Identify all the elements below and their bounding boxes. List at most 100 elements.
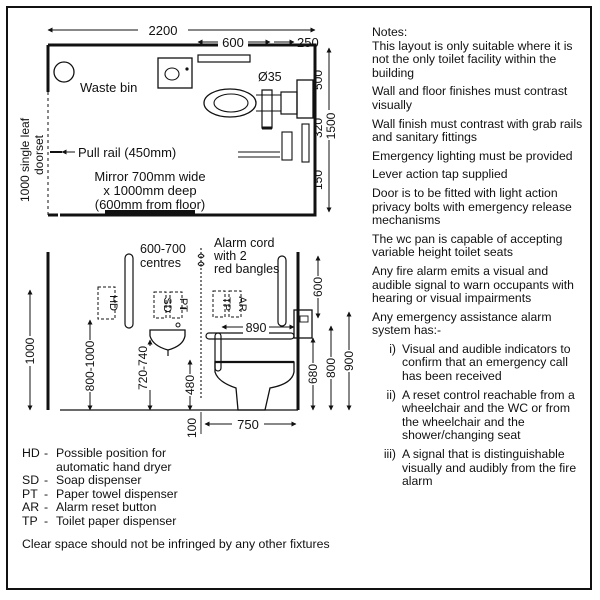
alarm-cord-label-3: red bangles bbox=[214, 262, 279, 276]
note-item: Emergency lighting must be provided bbox=[372, 148, 573, 163]
notes-panel: Notes: This layout is only suitable wher… bbox=[372, 25, 588, 494]
legend-code: HD bbox=[22, 446, 40, 460]
legend-code: AR bbox=[22, 500, 40, 515]
legend-row: HD-Possible position for bbox=[22, 446, 346, 461]
notes-title: Notes: bbox=[372, 25, 408, 39]
legend-sep bbox=[44, 461, 56, 475]
dim-100: 100 bbox=[185, 418, 199, 438]
dim-890: 890 bbox=[246, 321, 267, 335]
note-sub-item: ii) A reset control reachable from a whee… bbox=[372, 387, 588, 443]
sd-label: SD bbox=[161, 297, 173, 312]
legend-desc: Soap dispenser bbox=[56, 473, 142, 488]
note-sub-item: i) Visual and audible indicators to confi… bbox=[372, 341, 588, 384]
legend-code: TP bbox=[22, 513, 38, 528]
legend-desc: Alarm reset button bbox=[56, 500, 157, 515]
note-sub-text: Visual and audible indicators to confirm… bbox=[402, 341, 571, 384]
drop-down-rail bbox=[261, 89, 273, 129]
legend-code: SD bbox=[22, 473, 40, 488]
note-item: Door is to be fitted with light action p… bbox=[372, 185, 572, 228]
legend-panel: HD-Possible position for automatic hand … bbox=[22, 446, 346, 551]
legend-desc: automatic hand dryer bbox=[56, 459, 172, 474]
note-item: Any emergency assistance alarm system ha… bbox=[372, 309, 552, 338]
dim-600-elev: 600 bbox=[311, 277, 325, 297]
door-label-1: 1000 single leaf bbox=[18, 117, 32, 202]
dim-500: 500 bbox=[311, 70, 325, 90]
legend-row: SD-Soap dispenser bbox=[22, 474, 346, 488]
legend-code bbox=[22, 461, 44, 475]
plan-view: Waste bin Pull rail (450mm) Mi bbox=[18, 22, 338, 217]
note-item: Any fire alarm emits a visual and audibl… bbox=[372, 263, 574, 306]
note-item: This layout is only suitable where it is… bbox=[372, 38, 573, 80]
hd-label: HD bbox=[107, 295, 119, 311]
legend-desc: Toilet paper dispenser bbox=[56, 513, 177, 528]
dim-800: 800 bbox=[324, 358, 338, 378]
wc-elevation-icon bbox=[214, 361, 295, 411]
alarm-cord-label-2: with 2 bbox=[213, 249, 247, 263]
wc-icon bbox=[203, 79, 314, 119]
dim-1500: 1500 bbox=[324, 112, 338, 139]
legend-desc: Paper towel dispenser bbox=[56, 486, 178, 501]
hd-box bbox=[97, 286, 116, 320]
mirror-label-2: x 1000mm deep bbox=[103, 183, 196, 198]
waste-bin-label: Waste bin bbox=[80, 80, 137, 95]
ar-box bbox=[228, 290, 242, 318]
basin-elevation-icon bbox=[149, 329, 186, 351]
legend-row: AR-Alarm reset button bbox=[22, 501, 346, 515]
dim-150: 150 bbox=[311, 170, 325, 190]
note-sub-num: i) bbox=[389, 341, 396, 356]
note-sub-text: A reset control reachable from a wheelch… bbox=[402, 387, 575, 443]
legend-row: TP-Toilet paper dispenser bbox=[22, 513, 346, 529]
pt-box bbox=[169, 291, 183, 319]
elevation-view: HD 600-700 centres SD PT Alarm cord with… bbox=[23, 236, 356, 438]
waste-bin-icon bbox=[53, 61, 75, 83]
mirror-label-1: Mirror 700mm wide bbox=[94, 169, 205, 184]
dim-480: 480 bbox=[183, 375, 197, 395]
note-sub-num: iii) bbox=[383, 447, 396, 462]
clear-space-note: Clear space should not be infringed by a… bbox=[22, 536, 330, 551]
legend-row: automatic hand dryer bbox=[22, 459, 346, 475]
dim-1000: 1000 bbox=[23, 337, 37, 364]
vertical-grab-rail bbox=[124, 253, 134, 329]
sd-box bbox=[153, 291, 167, 319]
centres-label-1: 600-700 bbox=[140, 242, 186, 256]
note-item: Wall and floor finishes must contrast vi… bbox=[372, 84, 568, 112]
mirror-icon bbox=[105, 210, 195, 215]
legend-sep: - bbox=[44, 500, 49, 515]
dim-720-740: 720-740 bbox=[136, 346, 150, 390]
dim-600: 600 bbox=[222, 35, 244, 50]
dim-750: 750 bbox=[237, 417, 259, 432]
legend-sep: - bbox=[44, 446, 49, 460]
alarm-cord-label-1: Alarm cord bbox=[214, 236, 274, 250]
door-label-2: doorset bbox=[32, 134, 46, 175]
legend-sep: - bbox=[44, 486, 49, 501]
grab-rail-top bbox=[197, 54, 251, 63]
dim-680: 680 bbox=[306, 364, 320, 384]
note-item: Wall finish must contrast with grab rail… bbox=[372, 116, 583, 145]
legend-desc: Possible position for bbox=[56, 446, 167, 460]
legend-sep: - bbox=[44, 513, 49, 528]
legend-code: PT bbox=[22, 486, 38, 501]
note-item: Lever action tap supplied bbox=[372, 167, 508, 182]
side-grab-rail bbox=[301, 123, 310, 163]
dim-900: 900 bbox=[342, 351, 356, 371]
ar-label: AR bbox=[236, 296, 248, 311]
note-sub-item: iii) A signal that is distinguishable vis… bbox=[372, 447, 588, 489]
legend-row: PT-Paper towel dispenser bbox=[22, 486, 346, 502]
dim-320: 320 bbox=[311, 118, 325, 138]
legend-sep: - bbox=[44, 473, 49, 488]
dim-800-1000: 800-1000 bbox=[83, 340, 97, 391]
note-sub-text: A signal that is distinguishable visuall… bbox=[402, 447, 577, 489]
basin-icon bbox=[157, 57, 193, 89]
dim-diam-35: Ø35 bbox=[258, 70, 282, 84]
note-sub-list: i) Visual and audible indicators to confi… bbox=[372, 341, 588, 489]
tp-box bbox=[212, 290, 226, 318]
centres-label-2: centres bbox=[140, 256, 181, 270]
note-item: The wc pan is capable of accepting varia… bbox=[372, 231, 563, 260]
diagram-frame bbox=[6, 6, 592, 590]
dim-250: 250 bbox=[297, 35, 319, 50]
mirror-label-3: (600mm from floor) bbox=[95, 197, 206, 212]
tp-label: TP bbox=[220, 297, 232, 311]
pt-label: PT bbox=[177, 298, 189, 312]
note-sub-num: ii) bbox=[386, 387, 396, 402]
